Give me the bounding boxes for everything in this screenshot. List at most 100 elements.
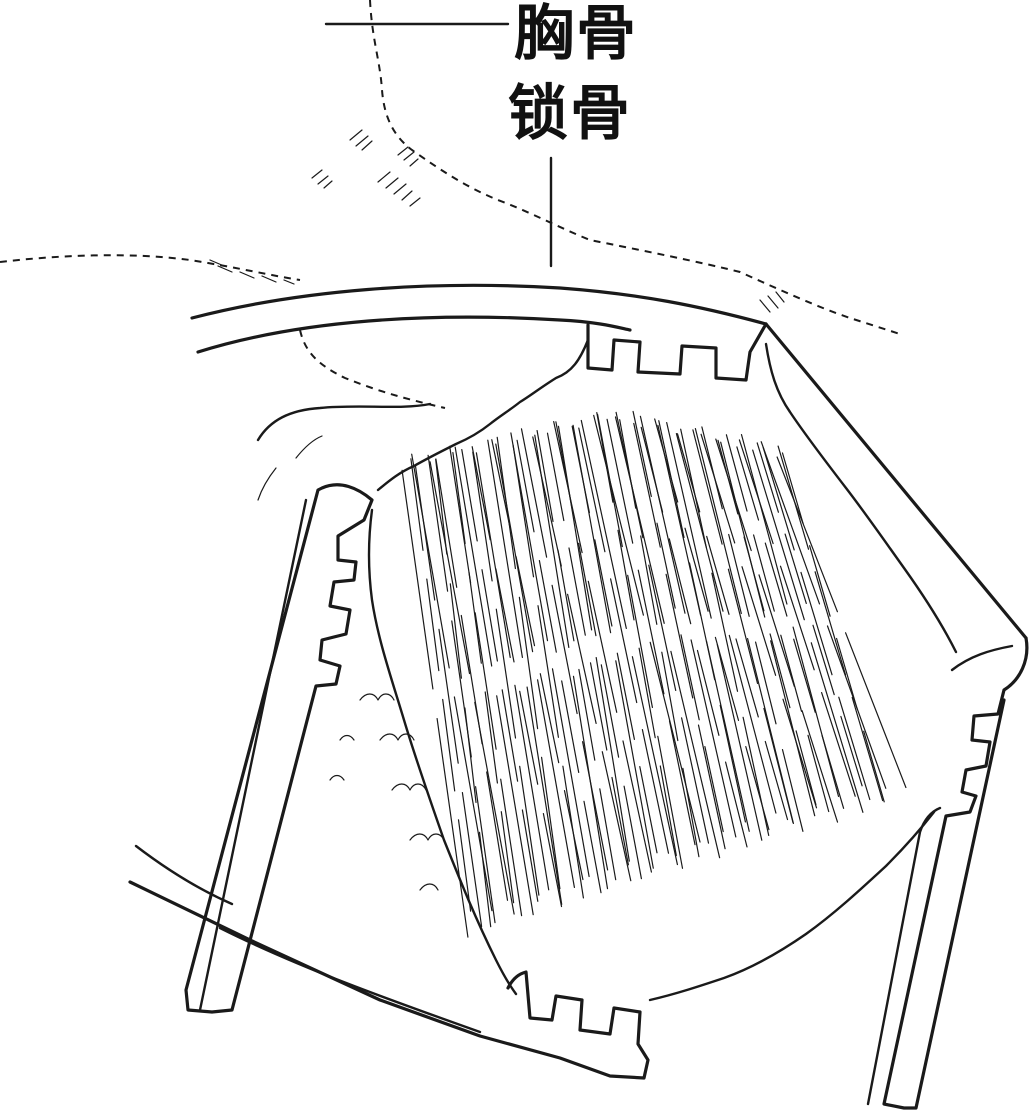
muscle-fiber-stroke: [542, 812, 563, 908]
muscle-fiber-stroke: [692, 429, 723, 545]
muscle-fiber-stroke: [500, 778, 523, 917]
muscle-fiber-stroke: [728, 634, 777, 814]
muscle-fiber-stroke: [656, 522, 676, 609]
muscle-fiber-stroke: [578, 668, 596, 761]
muscle-fiber-stroke: [675, 433, 724, 612]
muscle-fiber-stroke: [566, 593, 597, 725]
muscle-fiber-stroke: [595, 656, 630, 862]
muscle-fiber-stroke: [670, 650, 721, 859]
muscle-fiber-stroke: [665, 573, 694, 699]
muscle-fiber-stroke: [640, 426, 664, 513]
muscle-fiber-stroke: [495, 608, 517, 739]
muscle-fiber-stroke: [593, 414, 645, 616]
muscle-fiber-stroke: [863, 730, 885, 803]
muscle-fiber-stroke: [741, 566, 777, 676]
muscle-fiber-stroke: [495, 568, 515, 663]
chest-wall-outline: [134, 844, 234, 906]
muscle-fiber-stroke: [461, 791, 483, 928]
muscle-fiber-stroke: [622, 740, 653, 873]
muscle-fiber-stroke: [840, 715, 863, 787]
muscle-fiber-stroke: [668, 720, 696, 846]
muscle-fiber-stroke: [484, 691, 498, 784]
muscle-fiber-stroke: [453, 696, 493, 912]
right-retractor: [866, 636, 1029, 1110]
muscle-fiber-stroke: [812, 624, 835, 696]
muscle-fiber-stroke: [577, 542, 597, 637]
soft-tissue-edge-bottom-right: [648, 810, 936, 1002]
muscle-fiber-stroke: [694, 428, 742, 615]
muscle-fiber-stroke: [715, 438, 752, 552]
muscle-fiber-stroke: [776, 456, 839, 613]
muscle-fiber-stroke: [599, 788, 617, 881]
muscle-fiber-stroke: [614, 416, 665, 624]
muscle-fiber-stroke: [601, 751, 632, 882]
muscle-fiber-stroke: [632, 410, 652, 497]
bone-hatching: [209, 129, 785, 313]
muscle-fiber-stroke: [760, 441, 821, 605]
muscle-fiber-stroke: [746, 637, 795, 825]
muscle-fiber-stroke: [700, 433, 736, 544]
muscle-fiber-stroke: [738, 439, 774, 545]
muscle-fiber-stroke: [519, 765, 540, 896]
muscle-fiber-stroke: [551, 668, 590, 878]
skin-fold-inner: [295, 435, 323, 459]
muscle-fiber-stroke: [571, 425, 591, 514]
muscle-fiber-stroke: [706, 535, 730, 615]
muscle-fiber-stroke: [716, 644, 763, 841]
muscle-fiber-stroke: [478, 831, 492, 928]
soft-tissue-edge-lower: [367, 508, 518, 996]
muscle-fiber-stroke: [568, 547, 586, 636]
muscle-fiber-stroke: [536, 430, 554, 523]
muscle-fiber-stroke: [495, 443, 534, 653]
muscle-fiber-stroke: [600, 664, 620, 758]
muscle-fiber-stroke: [464, 707, 477, 804]
inner-dashed-line: [299, 329, 446, 409]
muscle-fiber-stroke: [668, 538, 692, 625]
muscle-fiber-stroke: [684, 527, 709, 612]
muscle-fiber-stroke: [696, 649, 720, 736]
muscle-fiber-stroke: [844, 632, 907, 789]
muscle-fiber-stroke: [515, 556, 536, 647]
muscle-fiber-stroke: [557, 425, 593, 631]
muscle-fiber-stroke: [481, 569, 498, 662]
muscle-fiber-stroke: [537, 605, 560, 738]
muscle-fiber-stroke: [581, 741, 609, 871]
clavicle-label: 锁骨: [508, 79, 632, 149]
muscle-fiber-stroke: [711, 572, 739, 692]
muscle-fiber-stroke: [736, 446, 760, 521]
muscle-fiber-stroke: [631, 656, 679, 866]
muscle-fiber-stroke: [436, 717, 469, 938]
muscle-fiber-stroke: [752, 449, 805, 621]
muscle-fiber-stroke: [648, 564, 677, 692]
muscle-fiber-stroke: [838, 696, 871, 801]
muscle-fiber-stroke: [801, 710, 839, 823]
muscle-fiber-stroke: [551, 584, 578, 715]
muscle-fiber-stroke: [654, 418, 679, 503]
muscle-fiber-stroke: [538, 559, 557, 653]
muscle-fiber-stroke: [611, 776, 630, 866]
muscle-fiber-stroke: [510, 432, 549, 642]
muscle-fiber-stroke: [435, 459, 448, 555]
sternum-label: 胸骨: [514, 0, 638, 69]
skin-fold-edge: [257, 467, 277, 501]
muscle-fiber-stroke: [486, 771, 509, 901]
muscle-fiber-stroke: [401, 469, 434, 690]
muscle-fiber-stroke: [639, 765, 658, 854]
sternum-outline-dashed: [369, 0, 901, 335]
muscle-fiber-stroke: [518, 596, 539, 730]
muscle-fiber-stroke: [487, 439, 524, 659]
clavicle-outline-dashed: [0, 254, 301, 281]
muscle-fiber-stroke: [583, 800, 602, 894]
muscle-fiber-stroke: [719, 704, 747, 823]
muscle-fiber-stroke: [426, 578, 440, 672]
clavicle-band-bottom: [196, 315, 632, 354]
muscle-fiber-stroke: [500, 811, 515, 904]
muscle-fiber-stroke: [609, 578, 638, 704]
muscle-fiber-stroke: [532, 436, 562, 567]
muscle-fiber-stroke: [742, 716, 770, 837]
muscle-fiber-stroke: [780, 634, 803, 712]
muscle-fiber-stroke: [735, 638, 759, 718]
muscle-fiber-stroke: [820, 691, 856, 797]
muscle-fiber-stroke: [835, 637, 858, 710]
muscle-fiber-stroke: [468, 571, 482, 664]
